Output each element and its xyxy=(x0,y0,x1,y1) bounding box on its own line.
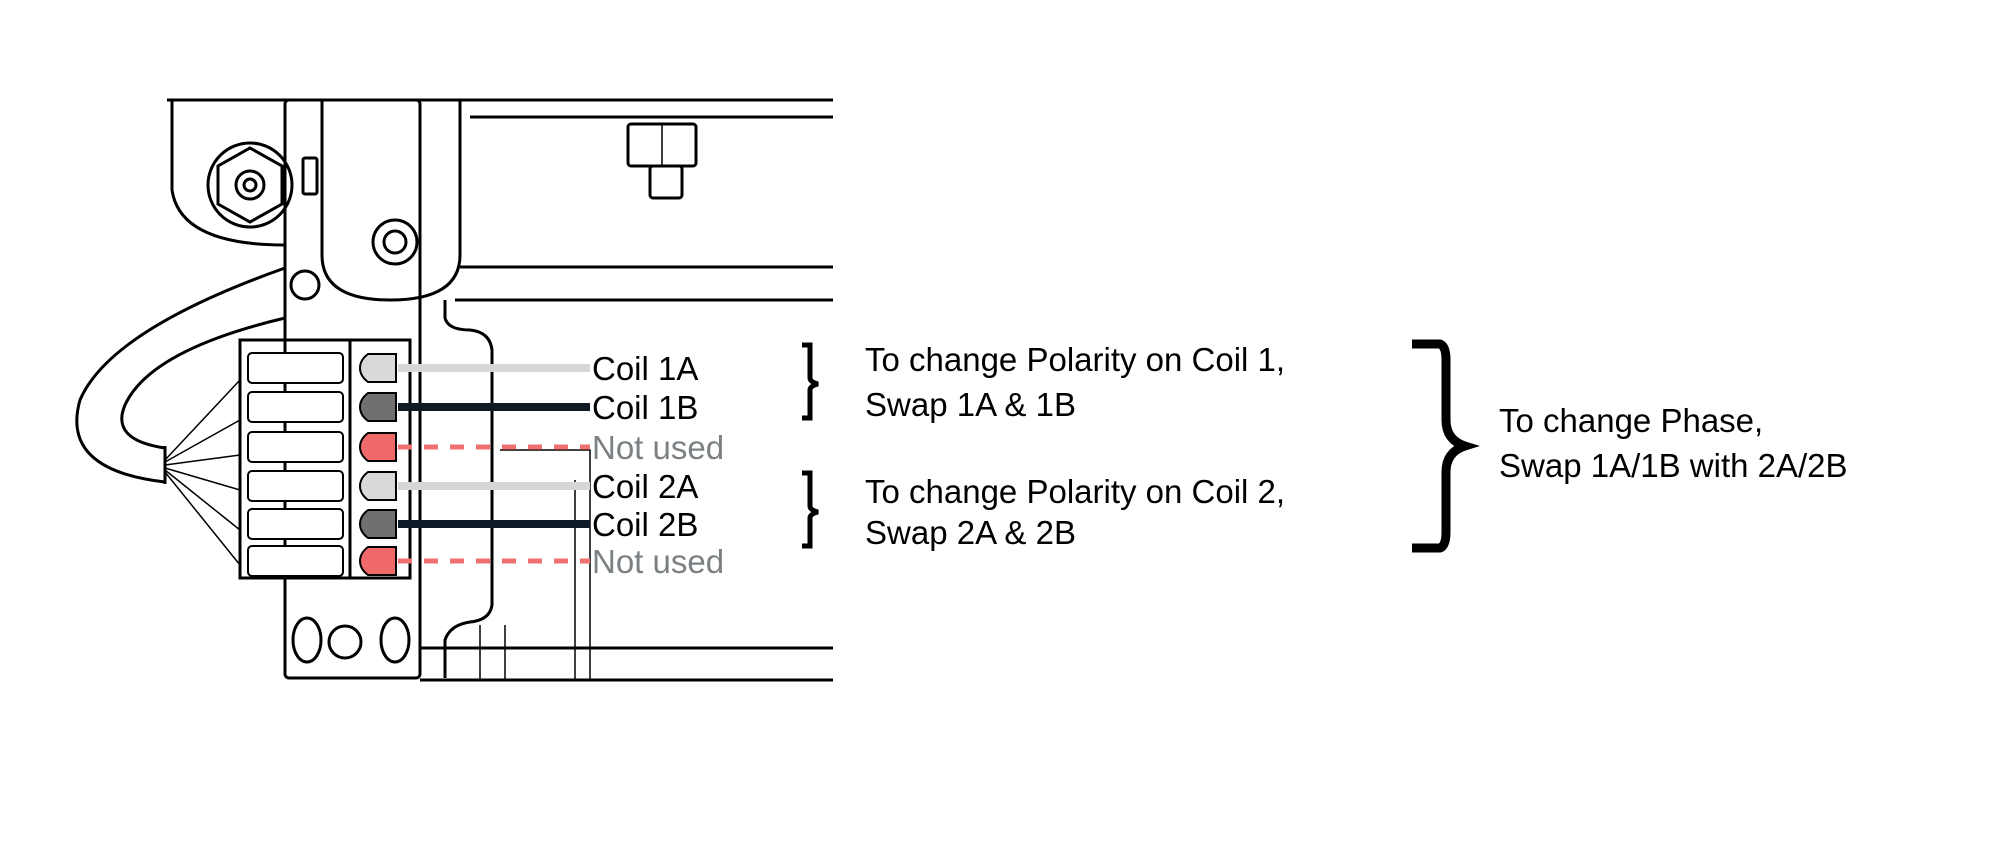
terminal-latch xyxy=(247,431,344,463)
terminal-latch xyxy=(247,391,344,423)
phase-note-line2: Swap 1A/1B with 2A/2B xyxy=(1499,447,1848,484)
pin-label: Coil 2B xyxy=(592,506,698,543)
pin-terminal xyxy=(358,432,397,462)
phase-brace xyxy=(1412,339,1480,553)
phase-note-line1: To change Phase, xyxy=(1499,402,1763,439)
pin-terminal xyxy=(358,509,397,539)
terminal-row xyxy=(247,508,590,540)
coil2-note-line2: Swap 2A & 2B xyxy=(865,514,1076,551)
pin-label: Coil 2A xyxy=(592,468,698,505)
pin-terminal xyxy=(358,353,397,383)
pin-terminal xyxy=(358,392,397,422)
coil2-brace xyxy=(802,470,819,549)
pin-label: Coil 1A xyxy=(592,350,698,387)
terminal-row xyxy=(247,431,590,463)
pin-label: Not used xyxy=(592,543,724,580)
terminal-connector xyxy=(238,338,590,580)
screw-icon xyxy=(327,624,363,660)
terminal-latch xyxy=(247,508,344,540)
terminal-row xyxy=(247,352,590,384)
terminal-latch xyxy=(247,545,344,577)
coil2-note-line1: To change Polarity on Coil 2, xyxy=(865,473,1285,510)
pin-label: Not used xyxy=(592,429,724,466)
terminal-row xyxy=(247,391,590,423)
pin-label: Coil 1B xyxy=(592,389,698,426)
top-bolt-icon xyxy=(626,122,698,200)
terminal-row xyxy=(247,545,590,577)
terminal-latch xyxy=(247,352,344,384)
pin-terminal xyxy=(358,471,397,501)
cable xyxy=(75,266,286,566)
terminal-row xyxy=(247,470,590,502)
screw-icon xyxy=(289,269,321,301)
coil1-note-line1: To change Polarity on Coil 1, xyxy=(865,341,1285,378)
coil1-note-line2: Swap 1A & 1B xyxy=(865,386,1076,423)
coil1-brace xyxy=(802,342,819,421)
mounting-holes xyxy=(291,616,411,664)
pin-terminal xyxy=(358,546,397,576)
hex-nut-icon xyxy=(206,141,294,229)
terminal-latch xyxy=(247,470,344,502)
motor-body-drawing xyxy=(75,98,833,682)
